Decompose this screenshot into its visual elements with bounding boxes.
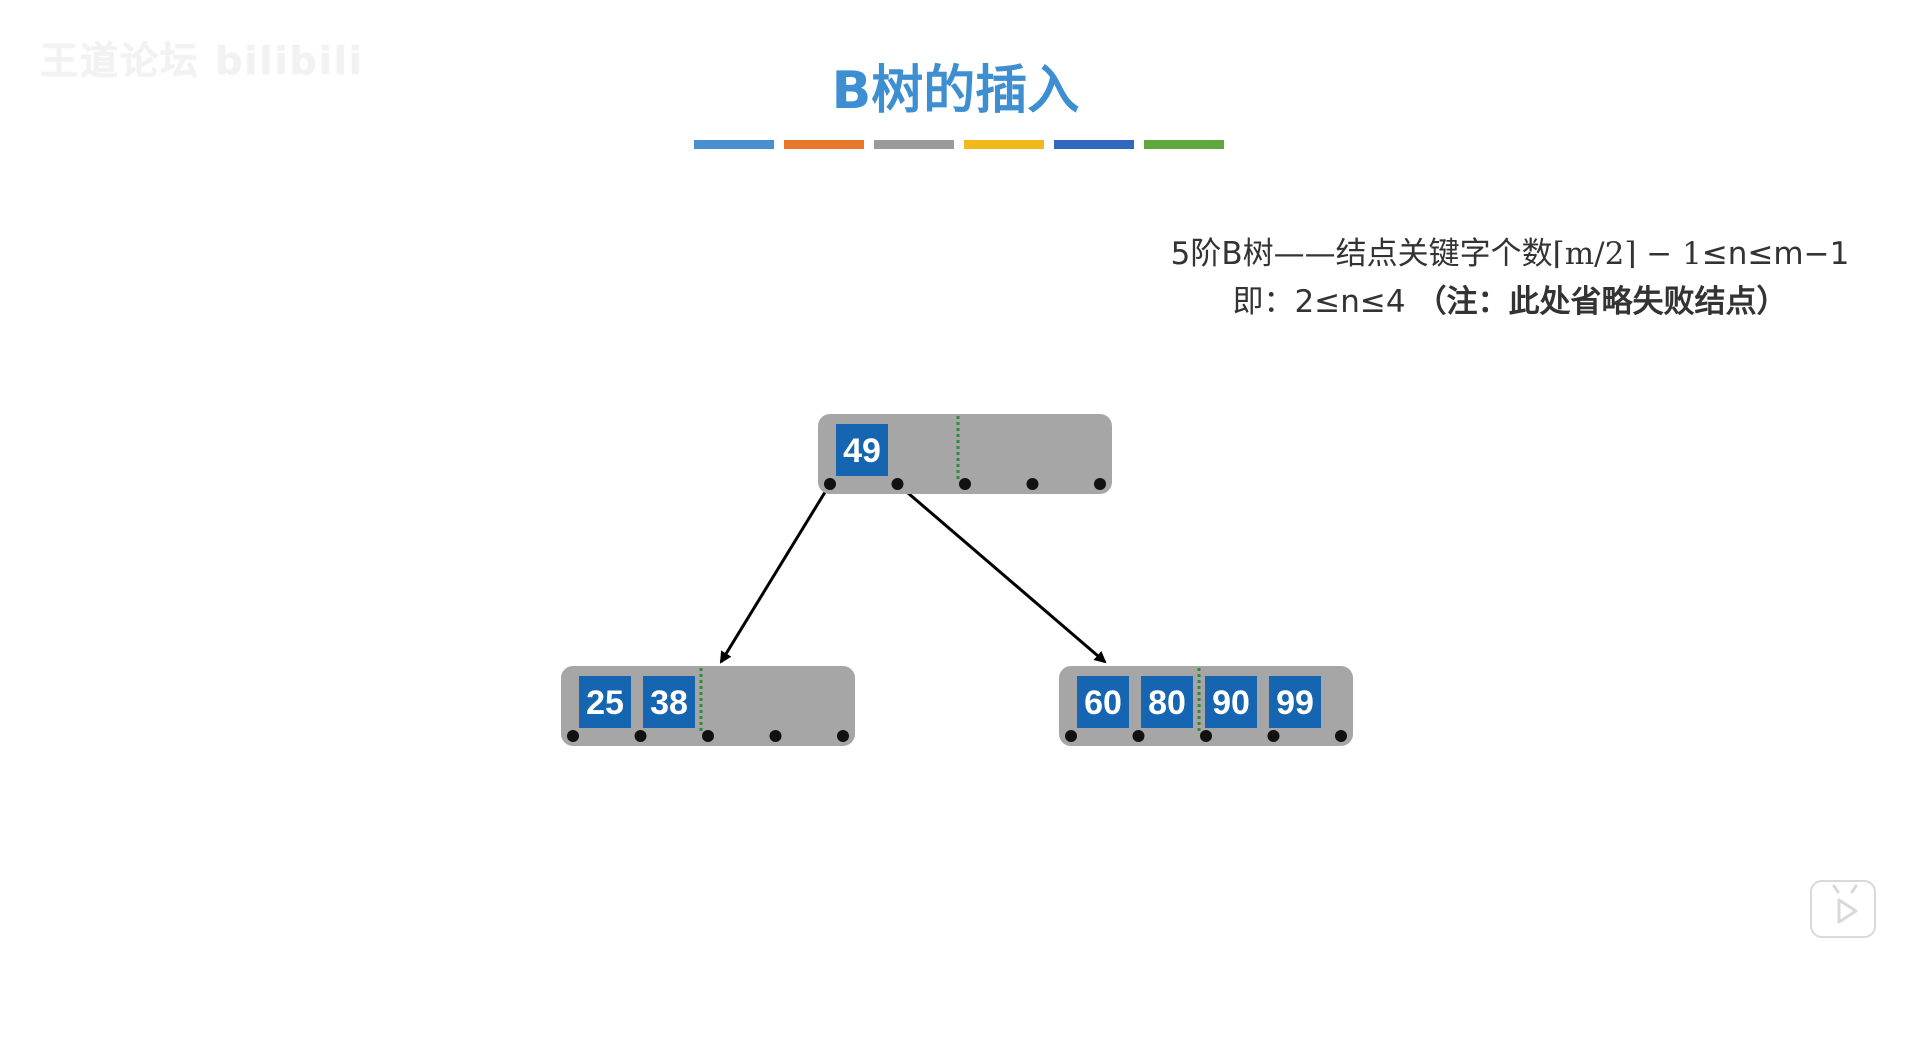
- pointer-dot: [1094, 478, 1106, 490]
- pointer-dot: [1267, 730, 1280, 742]
- key-label: 60: [1084, 684, 1122, 722]
- title-color-bars: [694, 140, 1224, 149]
- key-label: 80: [1148, 684, 1186, 722]
- key-label: 49: [843, 432, 881, 470]
- rule-line-1-prefix: 5阶B树——结点关键字个数: [1170, 236, 1553, 272]
- pointer-dot: [1200, 730, 1212, 742]
- rule-note: （注：此处省略失败结点）: [1415, 284, 1788, 320]
- key-box: [1141, 676, 1193, 728]
- pointer-dot: [1335, 730, 1347, 742]
- rule-line-1-suffix: ≤n≤m−1: [1701, 236, 1850, 272]
- pointer-dot: [1065, 730, 1077, 742]
- title-bar-3: [874, 140, 954, 149]
- rule-line-1: 5阶B树——结点关键字个数⌈m/2⌉ − 1≤n≤m−1: [1140, 230, 1880, 278]
- pointer-dot: [837, 730, 849, 742]
- node-box: [561, 666, 855, 746]
- pointer-dot: [891, 478, 904, 490]
- key-box: [1269, 676, 1321, 728]
- title-bar-5: [1054, 140, 1134, 149]
- btree-node-right: 60 80 90 99: [1059, 666, 1353, 746]
- key-box: [579, 676, 631, 728]
- pointer-dot: [1026, 478, 1039, 490]
- key-label: 99: [1276, 684, 1314, 722]
- btree-node-left: 25 38: [561, 666, 855, 746]
- edge-root-left: [719, 483, 832, 664]
- pointer-dot: [959, 478, 971, 490]
- key-box: [1077, 676, 1129, 728]
- slide-title: B树的插入: [831, 61, 1080, 121]
- key-box: [836, 424, 888, 476]
- rule-formula: ⌈m/2⌉ − 1: [1552, 236, 1702, 272]
- btree-rule-text: 5阶B树——结点关键字个数⌈m/2⌉ − 1≤n≤m−1 即：2≤n≤4 （注：…: [1140, 230, 1880, 326]
- title-bar-2: [784, 140, 864, 149]
- play-icon: [1832, 884, 1858, 924]
- pointer-dot: [824, 478, 836, 490]
- pointer-dot: [769, 730, 782, 742]
- title-bar-4: [964, 140, 1044, 149]
- watermark: 王道论坛 bilibili: [40, 39, 364, 83]
- key-box: [643, 676, 695, 728]
- rule-line-2: 即：2≤n≤4 （注：此处省略失败结点）: [1140, 278, 1880, 326]
- key-label: 25: [586, 684, 624, 722]
- pointer-dot: [634, 730, 647, 742]
- title-bar-6: [1144, 140, 1224, 149]
- key-label: 38: [650, 684, 688, 722]
- key-label: 90: [1212, 684, 1250, 722]
- pointer-dot: [702, 730, 714, 742]
- play-button[interactable]: [1810, 880, 1876, 938]
- title-bar-1: [694, 140, 774, 149]
- pointer-dot: [567, 730, 579, 742]
- key-box: [1205, 676, 1257, 728]
- tree-edges: [719, 482, 1107, 664]
- tree-nodes: 49 25 38 60 80 90 99: [561, 414, 1353, 746]
- btree-node-root: 49: [818, 414, 1112, 494]
- rule-line-2-prefix: 即：2≤n≤4: [1232, 284, 1416, 320]
- edge-root-right: [896, 482, 1107, 664]
- pointer-dot: [1132, 730, 1145, 742]
- node-box: [818, 414, 1112, 494]
